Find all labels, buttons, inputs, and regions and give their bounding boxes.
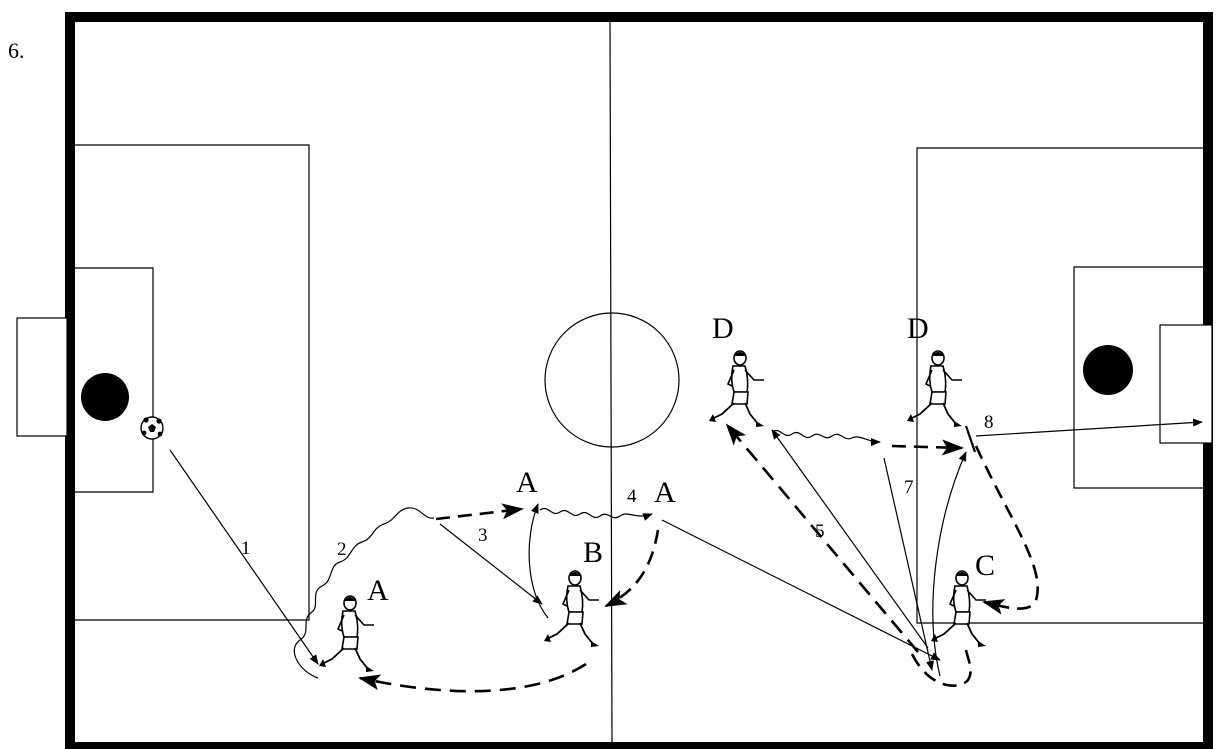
left-goal	[16, 317, 68, 437]
step-label-8: 8	[984, 412, 994, 433]
player-label-b: B	[583, 536, 603, 569]
player-label-c: C	[975, 549, 995, 582]
pass-line-long	[661, 519, 941, 661]
dribble-line-4	[539, 508, 653, 521]
drill-number: 6.	[8, 38, 25, 63]
player-label-a-start: A	[367, 574, 389, 607]
field-border	[65, 12, 1213, 749]
step-label-1: 1	[241, 538, 251, 559]
player-label-d-left: D	[712, 312, 734, 345]
step-label-4: 4	[627, 486, 637, 507]
player-label-a-after-3: A	[516, 466, 538, 499]
run-loop-5	[910, 649, 972, 687]
right-goal	[1159, 324, 1213, 444]
dribble-line-2	[293, 507, 435, 679]
right-penalty-area	[916, 147, 1203, 624]
pass-line-1	[169, 449, 319, 665]
dribble-line-d	[771, 430, 881, 446]
run-line-2	[435, 503, 524, 521]
left-penalty-area	[75, 144, 310, 621]
shot-line-8	[964, 425, 977, 453]
right-goal-area	[1073, 266, 1203, 489]
run-line-b	[604, 529, 660, 608]
step-label-5: 5	[815, 521, 825, 542]
shot-line-8-arrow	[975, 418, 1203, 437]
left-goal-area	[75, 267, 154, 493]
player-label-a-after-4: A	[654, 476, 676, 509]
left-goalkeeper-marker-icon	[81, 373, 129, 421]
run-line-c	[974, 445, 1039, 615]
center-circle	[544, 312, 680, 448]
return-line-7	[932, 451, 967, 677]
player-label-d-right: D	[907, 312, 929, 345]
step-label-3: 3	[478, 525, 488, 546]
pass-line-3	[439, 523, 543, 605]
step-label-7: 7	[904, 477, 914, 498]
right-goalkeeper-marker-icon	[1083, 345, 1133, 395]
step-label-2: 2	[337, 539, 347, 560]
pass-line-5	[771, 429, 929, 649]
soccer-ball-icon	[140, 416, 164, 440]
halfway-line	[609, 21, 613, 743]
run-line-d	[891, 439, 964, 456]
return-line-3	[528, 503, 549, 619]
pass-line-7	[883, 457, 934, 671]
